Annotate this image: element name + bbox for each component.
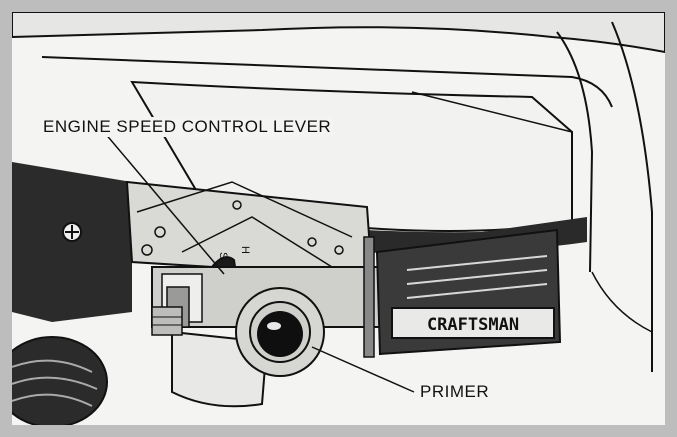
primer-label: PRIMER	[418, 382, 492, 402]
primer-leader	[311, 346, 415, 393]
shroud-top	[12, 12, 665, 54]
shroud-edge	[41, 56, 613, 108]
speed-lever-label: ENGINE SPEED CONTROL LEVER	[41, 117, 334, 137]
filter-left	[12, 336, 108, 425]
engine-illustration: SLOW H CRAFTSMAN	[12, 12, 665, 425]
primer-bulb	[257, 311, 303, 357]
brand-logo: CRAFTSMAN	[427, 315, 519, 335]
engine-drawing: SLOW H CRAFTSMAN	[12, 12, 665, 425]
brand-plate	[391, 307, 555, 339]
lever-position-fast: H	[239, 246, 251, 254]
speed-lever-leader	[103, 131, 225, 275]
air-cleaner-clamp	[363, 236, 375, 358]
